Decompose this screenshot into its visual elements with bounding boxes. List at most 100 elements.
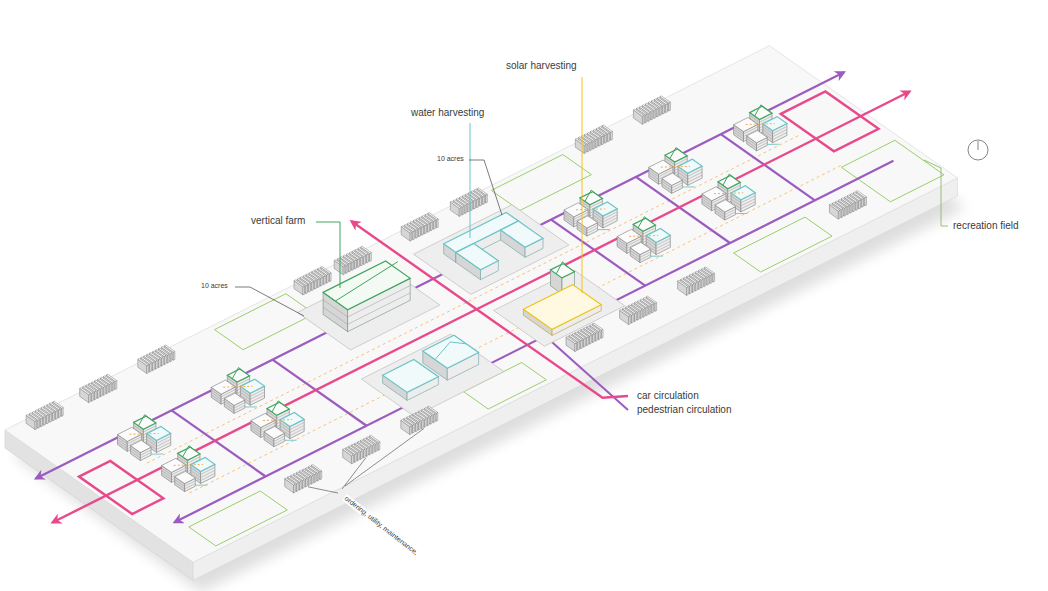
block-face <box>850 204 852 213</box>
block-face <box>367 254 369 263</box>
pedestrian-path <box>36 72 844 478</box>
floor-line <box>630 253 651 260</box>
roof-ridge <box>335 262 398 301</box>
block-face <box>361 257 363 266</box>
building-group <box>401 213 438 242</box>
slab-top <box>5 46 958 563</box>
floor-line <box>323 293 410 324</box>
block-face <box>844 207 846 216</box>
block-face <box>308 477 310 486</box>
solar-link <box>714 192 743 194</box>
roof-gable <box>138 415 151 426</box>
block-face <box>106 385 108 394</box>
block-face <box>847 206 849 215</box>
north-needle <box>978 141 979 150</box>
buildings <box>26 96 866 493</box>
block-face <box>156 360 158 369</box>
solar-link <box>746 123 775 125</box>
floor-line <box>731 196 755 203</box>
block-face <box>690 285 692 294</box>
block-face <box>434 220 436 229</box>
block-roof <box>323 261 410 310</box>
pedestrian-path <box>721 134 815 200</box>
floor-line <box>224 404 245 411</box>
block-face <box>306 478 308 487</box>
site-slab <box>5 46 966 591</box>
pedestrian-path <box>636 177 730 243</box>
leader-line <box>316 222 340 288</box>
block-face <box>320 471 322 480</box>
block-face <box>428 223 430 232</box>
floor-line <box>240 392 264 399</box>
recreation-fields <box>189 140 944 546</box>
floor-line <box>240 389 264 396</box>
block-face <box>419 228 421 237</box>
block-face <box>153 362 155 371</box>
car-road <box>52 92 909 523</box>
floor-line <box>731 199 755 206</box>
block-face <box>47 415 49 424</box>
block-face <box>309 283 311 292</box>
block-face <box>596 139 598 148</box>
block-face <box>701 279 703 288</box>
block-face <box>640 310 642 319</box>
block-face <box>173 351 175 360</box>
block-face <box>369 446 371 455</box>
block-roof <box>450 201 461 208</box>
block-face <box>687 287 689 296</box>
floor-line <box>577 224 598 231</box>
block-face <box>713 273 715 282</box>
block-roof <box>501 221 543 247</box>
block-roof <box>294 280 305 287</box>
block-face <box>459 208 461 217</box>
block-face <box>602 329 604 338</box>
block-roof <box>678 280 689 287</box>
block-face <box>294 484 296 493</box>
block-face <box>314 474 316 483</box>
block-face <box>433 414 435 423</box>
floor-line <box>763 129 787 136</box>
field-outline <box>189 491 287 546</box>
block-face <box>646 307 648 316</box>
block-face <box>38 419 40 428</box>
water-link <box>598 229 610 230</box>
car-loop <box>79 461 163 514</box>
block-face <box>372 445 374 454</box>
floor-line <box>646 241 670 248</box>
block-face <box>167 354 169 363</box>
floor-line <box>662 181 683 188</box>
floor-line <box>264 437 285 444</box>
floor-line <box>280 422 304 429</box>
block-face <box>346 265 348 274</box>
block-face <box>358 259 360 268</box>
roof-gable <box>755 105 768 116</box>
solar-link <box>174 464 203 466</box>
solar-link <box>661 166 690 168</box>
building-group <box>575 125 612 153</box>
building-group <box>343 435 380 464</box>
floor-line <box>678 172 702 179</box>
block-face <box>611 131 613 140</box>
block-face <box>115 381 117 390</box>
block-face <box>643 308 645 317</box>
callout-label: car circulation <box>636 390 700 402</box>
circulation <box>36 72 910 522</box>
block-face <box>698 281 700 290</box>
block-face <box>162 357 164 366</box>
block-face <box>645 114 647 123</box>
roof-edge <box>323 292 335 301</box>
floor-line <box>224 401 245 408</box>
block-face <box>101 388 103 397</box>
building-group <box>649 148 702 194</box>
building-group <box>678 267 715 295</box>
floor-line <box>747 141 768 148</box>
block-face <box>416 229 418 238</box>
block-face <box>593 140 595 149</box>
floor-line <box>147 439 171 446</box>
floor-line <box>323 286 410 317</box>
block-face <box>648 113 650 122</box>
block-face <box>587 143 589 152</box>
block-face <box>471 202 473 211</box>
callout-label: solar harvesting <box>505 60 578 72</box>
block-face <box>352 455 354 464</box>
